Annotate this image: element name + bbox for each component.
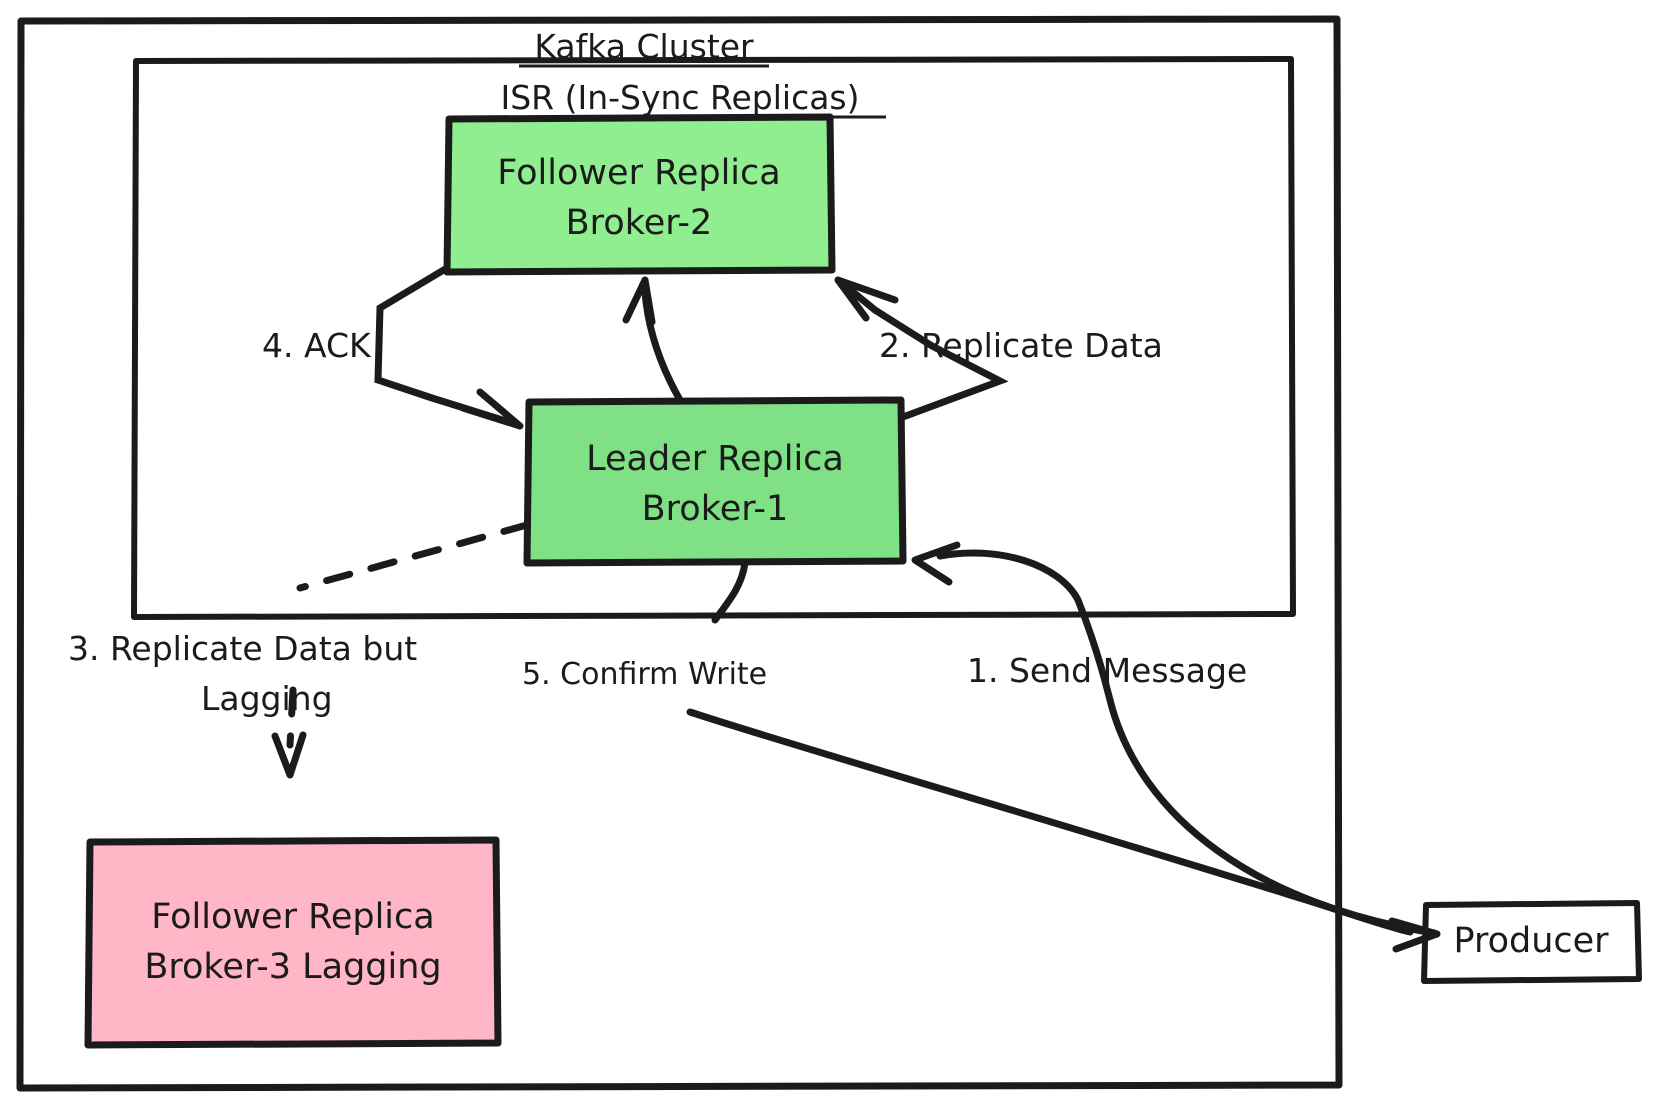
edge-3-label-line-2: Lagging — [201, 679, 333, 718]
edge-4-ack: 4. ACK — [262, 264, 524, 430]
follower-broker-3-border — [84, 836, 502, 1049]
edge-3-dashed-segment-2 — [286, 686, 297, 749]
producer-label: Producer — [1453, 921, 1609, 961]
edge-2-replicate-data: 2. Replicate Data — [834, 276, 1163, 421]
follower-broker-2-label-line-2: Broker-2 — [566, 203, 713, 243]
node-follower-broker-2[interactable]: Follower Replica Broker-2 — [443, 113, 836, 276]
edge-1-line — [936, 549, 1438, 937]
edge-5-line-start — [711, 559, 749, 624]
follower-broker-2-fill — [447, 117, 832, 272]
edge-4-line — [374, 264, 451, 402]
edge-leader-to-follower-curve — [622, 276, 684, 404]
edge-2-label: 2. Replicate Data — [879, 326, 1163, 365]
edge-3-dashed-segment-1 — [296, 521, 531, 592]
follower-broker-3-fill — [88, 840, 498, 1045]
edge-5-line-end — [686, 708, 1414, 936]
edge-5-label: 5. Confirm Write — [522, 657, 767, 692]
follower-broker-3-label-line-2: Broker-3 Lagging — [144, 947, 441, 987]
leader-broker-1-fill — [527, 400, 903, 563]
edge-1-label: 1. Send Message — [967, 651, 1247, 690]
node-follower-broker-3[interactable]: Follower Replica Broker-3 Lagging — [84, 836, 502, 1049]
edge-1-send-message: 1. Send Message — [911, 541, 1438, 937]
edge-1-arrowhead — [911, 541, 961, 586]
edge-5-arrowhead — [1388, 917, 1441, 953]
edge-2-arrowhead — [834, 276, 899, 322]
isr-label: ISR (In-Sync Replicas) — [500, 78, 859, 117]
kafka-cluster-border — [16, 15, 1343, 1092]
producer-fill — [1424, 903, 1639, 981]
node-leader-broker-1[interactable]: Leader Replica Broker-1 — [523, 396, 907, 567]
edge-2-line — [871, 306, 1009, 421]
edge-3-arrowhead — [271, 731, 307, 779]
follower-broker-3-label-line-1: Follower Replica — [151, 897, 434, 937]
producer-border — [1421, 900, 1642, 984]
follower-broker-2-border — [443, 113, 836, 276]
edge-4-label: 4. ACK — [262, 326, 372, 365]
edge-4-line-tip — [428, 394, 516, 427]
leader-broker-1-border — [523, 396, 907, 567]
edge-5-confirm-write: 5. Confirm Write — [522, 559, 1441, 953]
isr-border — [131, 56, 1296, 620]
edge-center-arrowhead — [622, 276, 656, 326]
edge-3-label-line-1: 3. Replicate Data but — [68, 629, 417, 668]
node-producer[interactable]: Producer — [1421, 900, 1642, 984]
edge-3-replicate-lagging: 3. Replicate Data but Lagging — [68, 521, 531, 779]
leader-broker-1-label-line-2: Broker-1 — [642, 489, 789, 529]
follower-broker-2-label-line-1: Follower Replica — [497, 153, 780, 193]
edge-2-line-tip — [844, 284, 879, 314]
leader-broker-1-label-line-1: Leader Replica — [586, 439, 844, 479]
